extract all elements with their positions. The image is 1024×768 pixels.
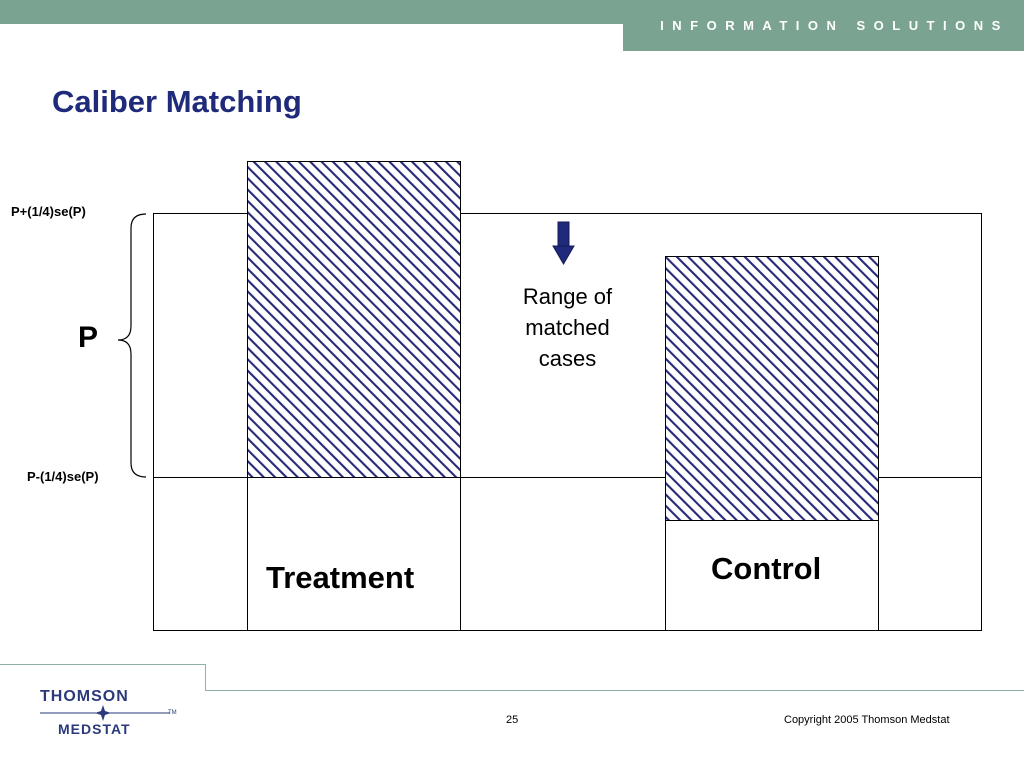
diagram-frame: [153, 213, 982, 631]
slide-title: Caliber Matching: [52, 84, 302, 119]
treatment-label: Treatment: [266, 560, 415, 595]
star-icon: [40, 705, 170, 721]
range-label-line: cases: [538, 346, 597, 371]
trademark-mark: TM: [168, 710, 177, 716]
brand-text: INFORMATION SOLUTIONS: [660, 18, 1009, 33]
page-number: 25: [506, 714, 519, 726]
range-label-line: Range of: [522, 284, 613, 309]
copyright-text: Copyright 2005 Thomson Medstat: [784, 714, 950, 726]
control-bar: [665, 256, 879, 521]
down-arrow-icon: [552, 221, 575, 265]
footer-divider: [0, 664, 206, 665]
range-label: Range of matched cases: [500, 281, 635, 374]
treatment-bar: [247, 161, 461, 478]
logo-top-text: THOMSON: [40, 688, 129, 705]
footer-divider: [205, 690, 1024, 691]
treatment-column: [247, 477, 461, 631]
footer-divider: [205, 664, 206, 690]
logo-bottom-text: MEDSTAT: [58, 721, 131, 737]
lower-bound-label: P-(1/4)se(P): [27, 469, 99, 484]
upper-bound-label: P+(1/4)se(P): [11, 204, 86, 219]
brand-banner: INFORMATION SOLUTIONS: [623, 0, 1024, 51]
control-label: Control: [711, 551, 822, 586]
p-label: P: [78, 321, 99, 354]
range-brace: [117, 213, 147, 478]
thomson-medstat-logo: THOMSON TM MEDSTAT: [40, 688, 190, 740]
range-label-line: matched: [525, 315, 610, 340]
control-column: [665, 520, 879, 631]
